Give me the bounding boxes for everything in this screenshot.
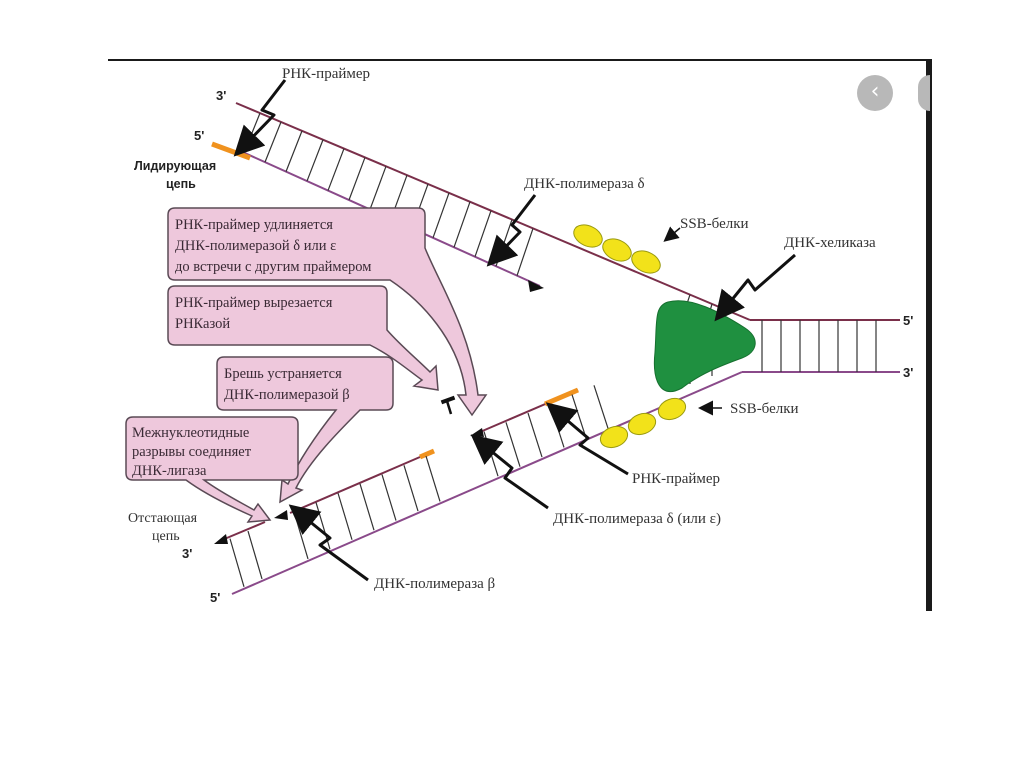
right-5prime-label: 5': [903, 313, 913, 328]
next-slide-button[interactable]: [918, 75, 930, 111]
base-pair-rung: [571, 394, 587, 439]
helicase-label: ДНК-хеликаза: [784, 235, 876, 251]
callout-4-line-3: ДНК-лигаза: [132, 463, 207, 479]
base-pair-rung: [327, 148, 345, 191]
leading-template-strand: [235, 102, 751, 321]
callout-ligation: [125, 416, 299, 523]
slide-frame-top-border: [108, 59, 932, 61]
base-pair-rung: [285, 130, 303, 172]
parental-duplex: [742, 319, 900, 373]
leading-3prime-label: 3': [216, 88, 226, 103]
callout-1-line-2: ДНК-полимеразой δ или ε: [175, 238, 336, 254]
lagging-primer-1: [419, 448, 435, 460]
ssb-proteins-bottom: [599, 397, 687, 449]
lagging-template-strand: [231, 371, 743, 595]
leading-growth-arrowhead: [528, 280, 544, 292]
base-pair-rung: [474, 210, 492, 257]
base-pair-rung: [527, 412, 543, 458]
ssb-protein: [599, 425, 629, 449]
base-pair-rung: [516, 228, 534, 276]
previous-slide-button[interactable]: ‹: [857, 75, 893, 111]
lagging-5prime-label: 5': [210, 590, 220, 605]
dna-pol-delta-eps-label: ДНК-полимераза δ (или ε): [553, 511, 721, 527]
base-pair-rung: [369, 166, 387, 210]
callout-3-line-1: Брешь устраняется: [224, 366, 342, 382]
base-pair-rung: [381, 474, 397, 521]
lagging-3prime-label: 3': [182, 546, 192, 561]
dna-pol-delta-label: ДНК-полимераза δ: [524, 176, 645, 192]
parental-base-pairs: [761, 320, 877, 372]
base-pair-rung: [247, 530, 263, 580]
callout-2-line-2: РНКазой: [175, 316, 230, 332]
fragment-2-arrowhead: [274, 510, 288, 520]
lagging-fragment-2: [289, 456, 421, 514]
rna-primer-bottom-pointer: [545, 402, 629, 476]
ssb-protein: [627, 412, 657, 436]
callout-1-line-1: РНК-праймер удлиняется: [175, 217, 333, 233]
ssb-bottom-label: SSB-белки: [730, 401, 799, 417]
base-pair-rung: [359, 483, 375, 531]
callout-3-line-2: ДНК-полимеразой β: [224, 387, 350, 403]
base-pair-rung: [306, 139, 324, 182]
ssb-proteins-top: [573, 224, 661, 274]
callout-primer-excision: [167, 285, 439, 391]
base-pair-rung: [337, 492, 353, 540]
ssb-protein: [657, 397, 687, 421]
rnase-excision-symbol: [440, 395, 456, 405]
rnase-excision-stem: [445, 400, 453, 415]
lagging-strand-label-1: Отстающая: [128, 511, 198, 526]
base-pair-rung: [348, 157, 366, 201]
callout-2-line-1: РНК-праймер вырезается: [175, 295, 333, 311]
lagging-strand-label-2: цепь: [152, 529, 180, 544]
base-pair-rung: [593, 385, 609, 429]
right-3prime-label: 3': [903, 365, 913, 380]
base-pair-rung: [505, 422, 521, 467]
rna-primer-bottom-label: РНК-праймер: [632, 471, 720, 487]
dna-pol-beta-label: ДНК-полимераза β: [374, 576, 495, 592]
dna-pol-delta-eps-pointer: [470, 434, 549, 510]
dna-pol-delta-pointer: [486, 194, 537, 267]
callout-primer-extension: [167, 207, 488, 417]
callout-1-line-3: до встречи с другим праймером: [175, 259, 371, 275]
dna-pol-beta-pointer: [288, 504, 369, 582]
rna-primer-top-pointer: [233, 79, 287, 157]
chevron-left-icon: ‹: [870, 79, 880, 104]
lagging-primer-2: [544, 387, 579, 407]
slide-frame-right-border: [926, 59, 932, 611]
base-pair-rung: [432, 192, 450, 239]
base-pair-rung: [403, 465, 419, 512]
callout-4-line-1: Межнуклеотидные: [132, 425, 249, 441]
lagging-fragment-1: [221, 521, 266, 541]
ssb-protein: [602, 238, 632, 262]
callout-gap-filling: [216, 356, 394, 504]
fragment-3-arrowhead: [470, 428, 484, 437]
rna-primer-top-label: РНК-праймер: [282, 66, 370, 82]
dna-helicase-protein: [653, 300, 756, 393]
ssb-protein: [573, 224, 603, 248]
ssb-top-label: SSB-белки: [680, 216, 749, 232]
callout-4-line-2: разрывы соединяет: [132, 444, 252, 460]
leading-5prime-label: 5': [194, 128, 204, 143]
ssb-protein: [631, 250, 661, 274]
base-pair-rung: [229, 538, 245, 587]
helicase-pointer: [714, 253, 796, 322]
base-pair-rung: [453, 201, 471, 248]
lagging-3prime-arrowhead: [214, 534, 228, 544]
base-pair-rung: [425, 455, 441, 502]
leading-strand-label-1: Лидирующая: [134, 159, 216, 173]
ssb-top-pointer: [663, 226, 681, 242]
leading-strand-label-2: цепь: [166, 177, 196, 191]
base-pair-rung: [264, 121, 282, 163]
